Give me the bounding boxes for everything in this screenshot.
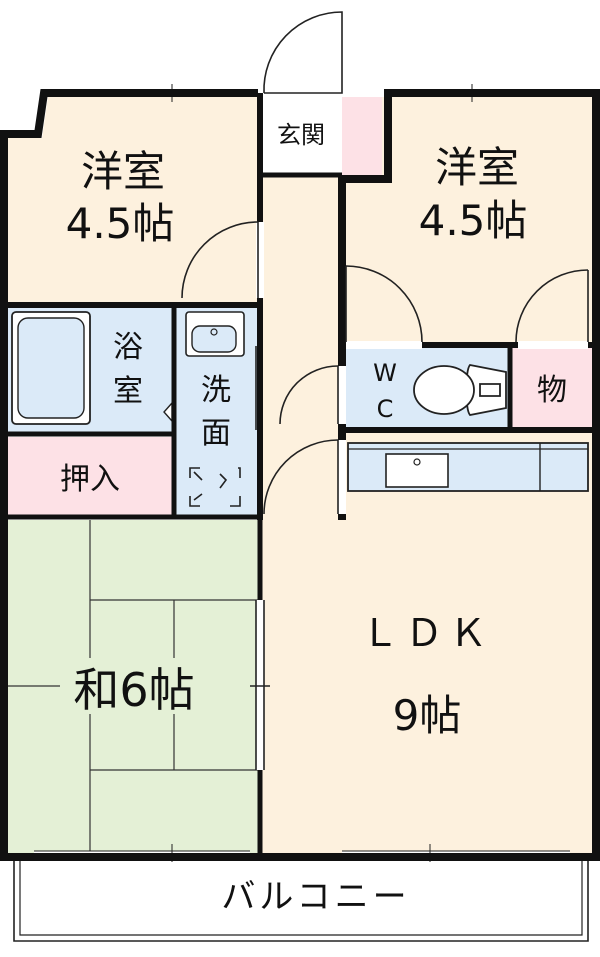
storage-label: 物 [537,373,567,408]
entrance-label: 玄関 [277,121,325,149]
wc-label-1: W [373,359,397,387]
closet-label: 押入 [60,462,120,497]
entrance-floor [262,97,342,175]
bathtub-icon [11,311,91,425]
ldk-label: ＬＤＫ [361,611,493,655]
door-openings [256,89,588,770]
closet [8,437,172,515]
bathroom-label-2: 室 [113,374,143,409]
balcony [13,857,589,942]
wash-basin-icon [185,311,245,357]
entrance-door [263,11,343,94]
western-room-left-name: 洋室 [81,147,165,196]
toilet-icon [413,364,507,416]
wc-door [279,365,339,425]
western-room-right [342,97,592,344]
ldk-room [262,432,592,853]
door-swings [181,11,589,770]
walls [0,89,600,861]
western-room-right-name: 洋室 [435,143,519,192]
western-room-left-size: 4.5帖 [66,199,175,248]
ldk-size: 9帖 [393,691,462,740]
kitchen-counter-icon [347,442,589,492]
storage-room [512,347,592,427]
bathroom-label-1: 浴 [113,330,143,365]
western-room-left [8,97,258,302]
tatami-label-bg [60,658,210,714]
entrance-step [342,97,382,175]
washroom-label-2: 面 [201,416,231,451]
western-room-right-size: 4.5帖 [419,196,528,245]
storage-door [515,269,589,343]
western-right-door [345,265,423,343]
balcony-label: バルコニー [221,877,410,917]
wc-label-2: C [377,395,394,423]
washroom-label-1: 洗 [201,373,231,408]
washing-machine-space-icon [189,467,241,507]
ldk-door [263,439,339,515]
tatami-label: 和6帖 [73,663,194,717]
